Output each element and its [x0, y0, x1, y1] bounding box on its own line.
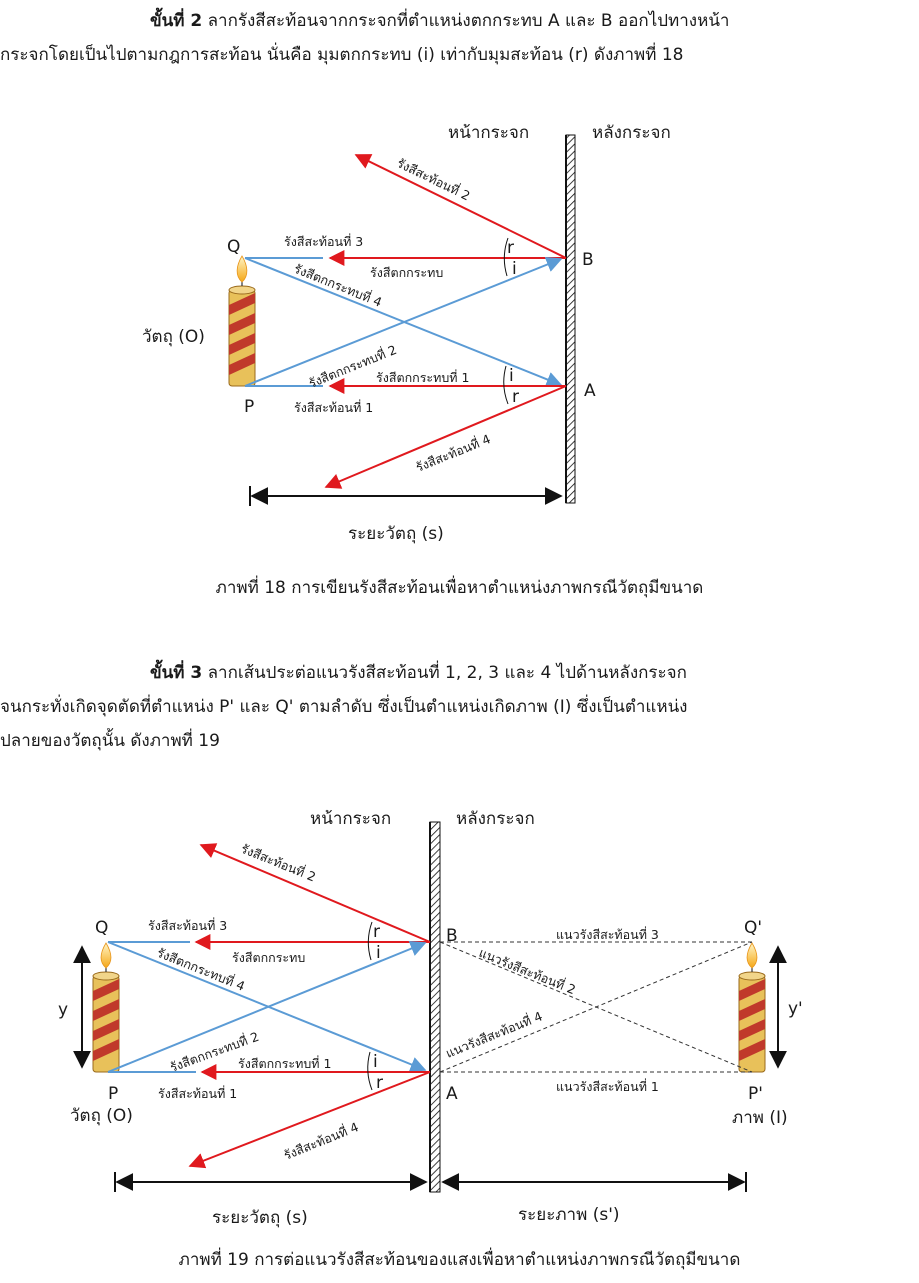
candle-image	[738, 942, 766, 1073]
angle-i-b: i	[512, 259, 517, 279]
point-b: B	[446, 926, 458, 946]
figure-19-diagram: หน้ากระจก หลังกระจก r i i r รังสีสะท้อนท…	[58, 809, 803, 1228]
incident-ray-4	[107, 941, 427, 1073]
angle-arc-a	[367, 1051, 373, 1091]
point-q: Q	[227, 237, 240, 257]
mirror-back-label: หลังกระจก	[592, 123, 671, 143]
reflected-ray-4	[188, 1071, 431, 1169]
point-p-prime: P'	[748, 1084, 763, 1104]
candle-object	[228, 255, 256, 387]
incident-ray-2	[107, 941, 427, 1073]
step2-line1: ลากรังสีสะท้อนจากกระจกที่ตำแหน่งตกกระทบ …	[207, 11, 730, 31]
mirror	[565, 134, 576, 504]
label-reflected-ray-1: รังสีสะท้อนที่ 1	[294, 399, 373, 415]
angle-arc-a	[503, 365, 509, 405]
label-extension-2: แนวรังสีสะท้อนที่ 2	[477, 944, 578, 997]
step2-heading: ขั้นที่ 2	[150, 11, 203, 31]
step3-line3: ปลายของวัตถุนั้น ดังภาพที่ 19	[0, 731, 220, 751]
point-q: Q	[95, 918, 108, 938]
step3-line1: ลากเส้นประต่อแนวรังสีสะท้อนที่ 1, 2, 3 แ…	[207, 663, 687, 683]
object-height-label: y	[58, 1000, 68, 1020]
reflected-ray-2	[354, 154, 567, 259]
label-reflected-ray-3: รังสีสะท้อนที่ 3	[148, 917, 227, 933]
figure-18-caption: ภาพที่ 18 การเขียนรังสีสะท้อนเพื่อหาตำแห…	[215, 578, 704, 598]
mirror-front-label: หน้ากระจก	[448, 123, 529, 143]
figure-19-caption: ภาพที่ 19 การต่อแนวรังสีสะท้อนของแสงเพื่…	[178, 1250, 741, 1270]
mirror-front-label: หน้ากระจก	[310, 809, 391, 829]
step2-line2: กระจกโดยเป็นไปตามกฎการสะท้อน นั่นคือ มุม…	[0, 45, 684, 65]
step3-line2: จนกระทั่งเกิดจุดตัดที่ตำแหน่ง P' และ Q' …	[0, 697, 688, 717]
angle-arc-b	[367, 921, 373, 961]
point-q-prime: Q'	[744, 918, 762, 938]
angle-r-a: r	[376, 1073, 383, 1093]
angle-i-a: i	[373, 1052, 378, 1072]
angle-arc-b	[503, 237, 509, 277]
label-incident-ray-1: รังสีตกกระทบที่ 1	[376, 369, 469, 385]
angle-i-a: i	[509, 366, 514, 386]
label-incident-ray-1: รังสีตกกระทบที่ 1	[238, 1055, 331, 1071]
object-distance-label: ระยะวัตถุ (s)	[348, 524, 444, 544]
image-distance-label: ระยะภาพ (s')	[518, 1205, 620, 1225]
label-incident-ray: รังสีตกกระทบ	[370, 265, 443, 280]
step2-paragraph: ขั้นที่ 2 ลากรังสีสะท้อนจากกระจกที่ตำแหน…	[0, 4, 919, 72]
reflected-ray-4	[324, 385, 567, 489]
object-distance-label: ระยะวัตถุ (s)	[212, 1208, 308, 1228]
label-reflected-ray-3: รังสีสะท้อนที่ 3	[284, 233, 363, 249]
reflected-ray-2	[199, 843, 431, 943]
step3-heading: ขั้นที่ 3	[150, 663, 203, 683]
point-a: A	[584, 381, 596, 401]
point-p: P	[108, 1084, 118, 1104]
candle-object	[92, 942, 120, 1073]
label-reflected-ray-4: รังสีสะท้อนที่ 4	[413, 430, 493, 475]
image-height-label: y'	[788, 999, 803, 1019]
mirror-back-label: หลังกระจก	[456, 809, 535, 829]
label-reflected-ray-1: รังสีสะท้อนที่ 1	[158, 1085, 237, 1101]
point-b: B	[582, 250, 594, 270]
incident-ray-2	[244, 256, 563, 387]
angle-i-b: i	[376, 943, 381, 963]
angle-r-a: r	[512, 387, 519, 407]
image-label: ภาพ (I)	[732, 1108, 788, 1128]
angle-r-b: r	[373, 922, 380, 942]
angle-r-b: r	[507, 238, 514, 258]
figure-18-diagram: หน้ากระจก หลังกระจก r i i r รังสีสะท้อนท…	[142, 123, 671, 544]
label-extension-3: แนวรังสีสะท้อนที่ 3	[556, 926, 659, 942]
point-p: P	[244, 397, 254, 417]
step3-paragraph: ขั้นที่ 3 ลากเส้นประต่อแนวรังสีสะท้อนที่…	[0, 656, 919, 758]
object-label: วัตถุ (O)	[142, 327, 205, 347]
label-extension-4: แนวรังสีสะท้อนที่ 4	[443, 1007, 544, 1060]
label-extension-1: แนวรังสีสะท้อนที่ 1	[556, 1078, 659, 1094]
object-label: วัตถุ (O)	[70, 1106, 133, 1126]
extension-reflected-4	[439, 941, 753, 1073]
label-incident-ray: รังสีตกกระทบ	[232, 950, 305, 965]
point-a: A	[446, 1084, 458, 1104]
mirror	[429, 821, 441, 1193]
